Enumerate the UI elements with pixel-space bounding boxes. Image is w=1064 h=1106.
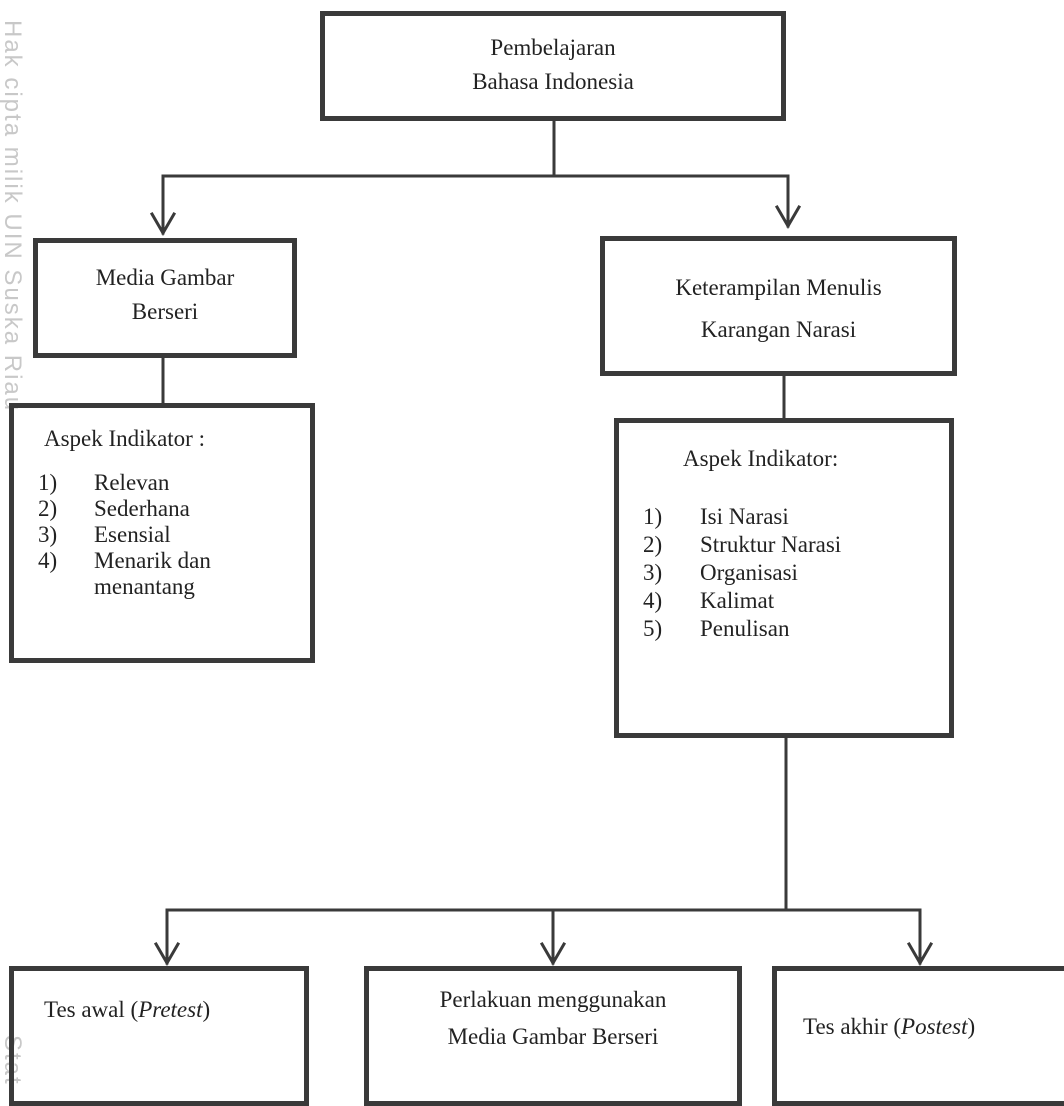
list-item: 5) Penulisan bbox=[643, 615, 949, 643]
list-item: 4) Kalimat bbox=[643, 587, 949, 615]
item-label: Sederhana bbox=[94, 496, 190, 521]
right-indicator-title: Aspek Indikator: bbox=[683, 446, 839, 471]
list-item: 1) Isi Narasi bbox=[643, 503, 949, 531]
item-label: Kalimat bbox=[700, 588, 775, 613]
treatment-line1: Perlakuan menggunakan bbox=[439, 987, 667, 1012]
list-item: 2) Sederhana bbox=[38, 496, 310, 522]
treatment-arrowhead bbox=[539, 941, 567, 966]
treatment-node: Perlakuan menggunakan Media Gambar Berse… bbox=[364, 966, 742, 1106]
item-label: Isi Narasi bbox=[700, 504, 789, 529]
posttest-arrowhead bbox=[906, 941, 934, 966]
left-indicator-title: Aspek Indikator : bbox=[44, 426, 205, 451]
skill-line1: Keterampilan Menulis bbox=[675, 275, 882, 300]
pretest-node: Tes awal (Pretest) bbox=[9, 966, 309, 1106]
list-item: 3) Esensial bbox=[38, 522, 310, 548]
watermark-side-text: Hak cipta milik UIN Suska Riau bbox=[0, 20, 26, 413]
item-number: 4) bbox=[643, 588, 663, 613]
list-item: 1) Relevan bbox=[38, 470, 310, 496]
item-number: 5) bbox=[643, 616, 663, 641]
pretest-suffix: ) bbox=[202, 997, 211, 1022]
right-indicator-list: 1) Isi Narasi 2) Struktur Narasi 3) Orga… bbox=[643, 503, 949, 643]
item-label: Organisasi bbox=[700, 560, 798, 585]
item-label: Menarik dan bbox=[94, 548, 211, 573]
item-number: 2) bbox=[643, 532, 663, 557]
left-arrowhead bbox=[149, 211, 177, 236]
posttest-prefix: Tes akhir ( bbox=[803, 1014, 902, 1039]
root-node: Pembelajaran Bahasa Indonesia bbox=[320, 11, 786, 121]
item-label-continued: menantang bbox=[94, 574, 195, 599]
skill-node: Keterampilan Menulis Karangan Narasi bbox=[600, 236, 957, 376]
item-label: Penulisan bbox=[700, 616, 790, 641]
posttest-suffix: ) bbox=[967, 1014, 976, 1039]
left-indicator-box: Aspek Indikator : 1) Relevan 2) Sederhan… bbox=[9, 403, 315, 663]
list-item: 2) Struktur Narasi bbox=[643, 531, 949, 559]
item-number: 3) bbox=[38, 522, 58, 547]
root-line2: Bahasa Indonesia bbox=[472, 69, 634, 94]
list-item: 4) Menarik dan menantang bbox=[38, 548, 310, 600]
item-number: 1) bbox=[643, 504, 663, 529]
pretest-arrowhead bbox=[153, 941, 181, 966]
right-arrowhead bbox=[774, 204, 802, 229]
list-item: 3) Organisasi bbox=[643, 559, 949, 587]
root-line1: Pembelajaran bbox=[490, 35, 616, 60]
item-number: 1) bbox=[38, 470, 58, 495]
item-label: Struktur Narasi bbox=[700, 532, 842, 557]
left-indicator-list: 1) Relevan 2) Sederhana 3) Esensial 4) M… bbox=[38, 470, 310, 600]
item-number: 3) bbox=[643, 560, 663, 585]
media-node: Media Gambar Berseri bbox=[33, 238, 297, 358]
media-line1: Media Gambar bbox=[95, 265, 235, 290]
item-label: Esensial bbox=[94, 522, 171, 547]
posttest-italic: Postest bbox=[901, 1014, 968, 1039]
right-indicator-box: Aspek Indikator: 1) Isi Narasi 2) Strukt… bbox=[614, 418, 954, 738]
pretest-prefix: Tes awal ( bbox=[44, 997, 139, 1022]
item-label: Relevan bbox=[94, 470, 170, 495]
pretest-italic: Pretest bbox=[138, 997, 203, 1022]
skill-line2: Karangan Narasi bbox=[700, 317, 857, 342]
media-line2: Berseri bbox=[131, 299, 199, 324]
item-number: 4) bbox=[38, 548, 58, 573]
treatment-line2: Media Gambar Berseri bbox=[447, 1024, 659, 1049]
item-number: 2) bbox=[38, 496, 58, 521]
posttest-node: Tes akhir (Postest) bbox=[772, 966, 1064, 1106]
